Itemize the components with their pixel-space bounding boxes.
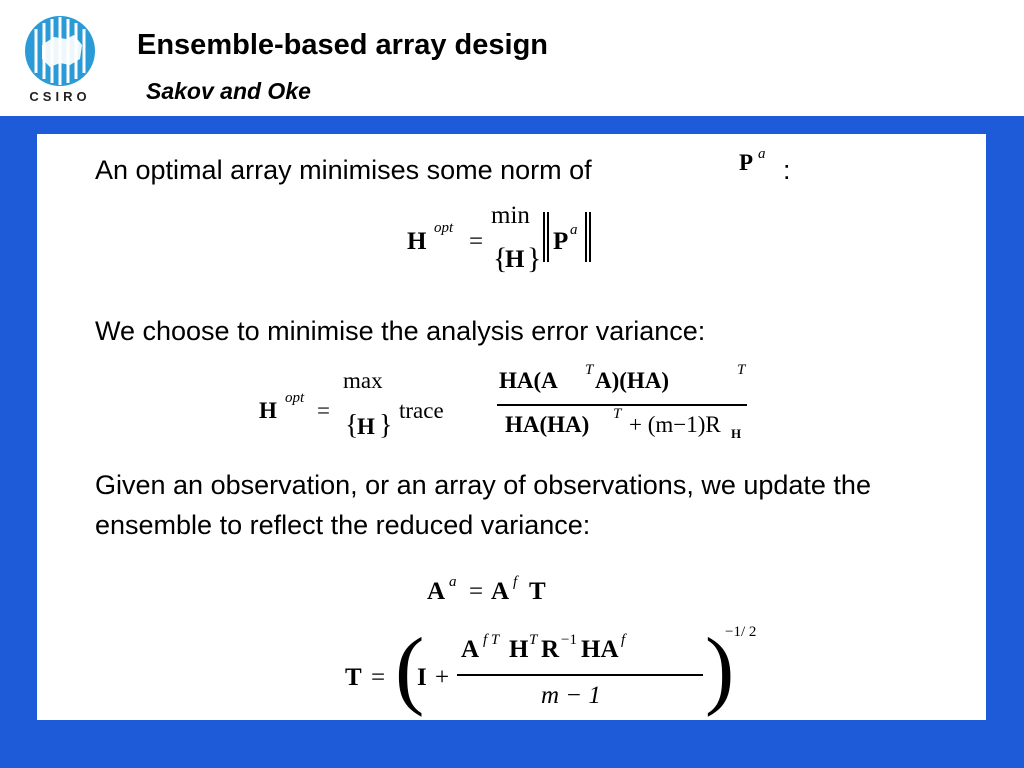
inline-a: a	[758, 146, 766, 162]
eq2-brace-left: {	[345, 410, 359, 441]
eq1-norm-bar-1	[543, 212, 545, 262]
eq1-brace-right: }	[527, 242, 542, 275]
equation-transform-matrix: T = ( I + A f T H T R −1 HA f m − 1 ) −1…	[345, 624, 756, 720]
eq2-numerator-mid: A)(HA)	[595, 368, 670, 393]
paragraph-minimise-variance: We choose to minimise the analysis error…	[95, 316, 706, 346]
eq2-num-T2: T	[737, 362, 746, 378]
eq4-num-R-sup: −1	[561, 632, 577, 648]
eq2-denominator: HA(HA)	[505, 412, 590, 437]
eq4-I: I	[417, 664, 427, 691]
eq4-paren-left: (	[395, 621, 425, 718]
eq2-max: max	[343, 368, 383, 393]
paragraph-update-ensemble: Given an observation, or an array of obs…	[95, 470, 871, 540]
eq1-a: a	[570, 222, 578, 238]
eq4-num-HA: HA	[581, 636, 619, 663]
eq3-T: T	[529, 578, 546, 605]
eq1-P: P	[553, 228, 569, 255]
paragraph-optimal-array: An optimal array minimises some norm of	[95, 150, 592, 190]
equation-min-norm: H opt = min { H } P a	[407, 202, 627, 286]
eq2-brace-right: }	[379, 410, 393, 441]
eq4-num-H-sup: T	[529, 632, 538, 648]
equation-analysis-ensemble: A a = A f T	[427, 574, 577, 614]
eq2-trace: trace	[399, 398, 444, 423]
eq4-fraction-bar	[457, 674, 703, 676]
eq4-num-H: H	[509, 636, 529, 663]
eq1-brace-left: {	[493, 242, 508, 275]
eq2-num-T1: T	[585, 362, 594, 378]
eq1-opt: opt	[434, 220, 454, 236]
eq2-den-sub: H	[731, 426, 742, 441]
eq4-equals: =	[371, 664, 386, 691]
para1-colon: :	[783, 155, 791, 185]
eq3-a: a	[449, 574, 457, 590]
logo-text: CSIRO	[29, 89, 91, 104]
globe-icon	[25, 16, 95, 86]
eq2-fraction-bar	[497, 404, 747, 406]
eq3-f: f	[513, 574, 518, 590]
eq4-T: T	[345, 664, 362, 691]
eq4-paren-right: )	[705, 621, 735, 718]
eq1-H: H	[407, 228, 427, 255]
eq1-H-set: H	[505, 246, 525, 273]
eq4-num-A-sup: f T	[483, 632, 500, 648]
eq1-norm-bar-2	[547, 212, 549, 262]
eq1-min: min	[491, 202, 530, 229]
eq3-A-forecast: A	[491, 578, 510, 605]
eq1-norm-bar-4	[589, 212, 591, 262]
eq4-exponent: −1/ 2	[725, 624, 757, 640]
slide-subtitle: Sakov and Oke	[146, 78, 311, 104]
eq1-equals: =	[469, 228, 484, 255]
eq4-num-R: R	[541, 636, 560, 663]
eq2-numerator: HA(A	[499, 368, 558, 393]
eq3-A: A	[427, 578, 446, 605]
eq4-num-HA-sup: f	[621, 632, 626, 648]
eq1-norm-bar-3	[585, 212, 587, 262]
content-panel: An optimal array minimises some norm of …	[37, 134, 986, 720]
eq2-den-tail: + (m−1)R	[629, 412, 721, 437]
eq4-num-A: A	[461, 636, 480, 663]
eq3-equals: =	[469, 578, 484, 605]
equation-max-trace: H opt = max { H } trace HA(A T A)(HA) T …	[259, 362, 759, 454]
inline-P: P	[739, 150, 754, 175]
blue-frame: An optimal array minimises some norm of …	[0, 116, 1024, 768]
csiro-logo: CSIRO	[24, 15, 96, 105]
para1-text: An optimal array minimises some norm of	[95, 155, 592, 185]
eq4-denominator: m − 1	[541, 682, 601, 709]
slide-title: Ensemble-based array design	[137, 29, 548, 61]
eq2-opt: opt	[285, 390, 305, 406]
slide-header: CSIRO Ensemble-based array design Sakov …	[0, 0, 1024, 116]
eq2-H-set: H	[357, 414, 375, 439]
eq2-H: H	[259, 398, 277, 423]
eq4-plus: +	[435, 664, 450, 691]
eq2-den-T: T	[613, 406, 622, 422]
eq2-equals: =	[317, 398, 330, 423]
